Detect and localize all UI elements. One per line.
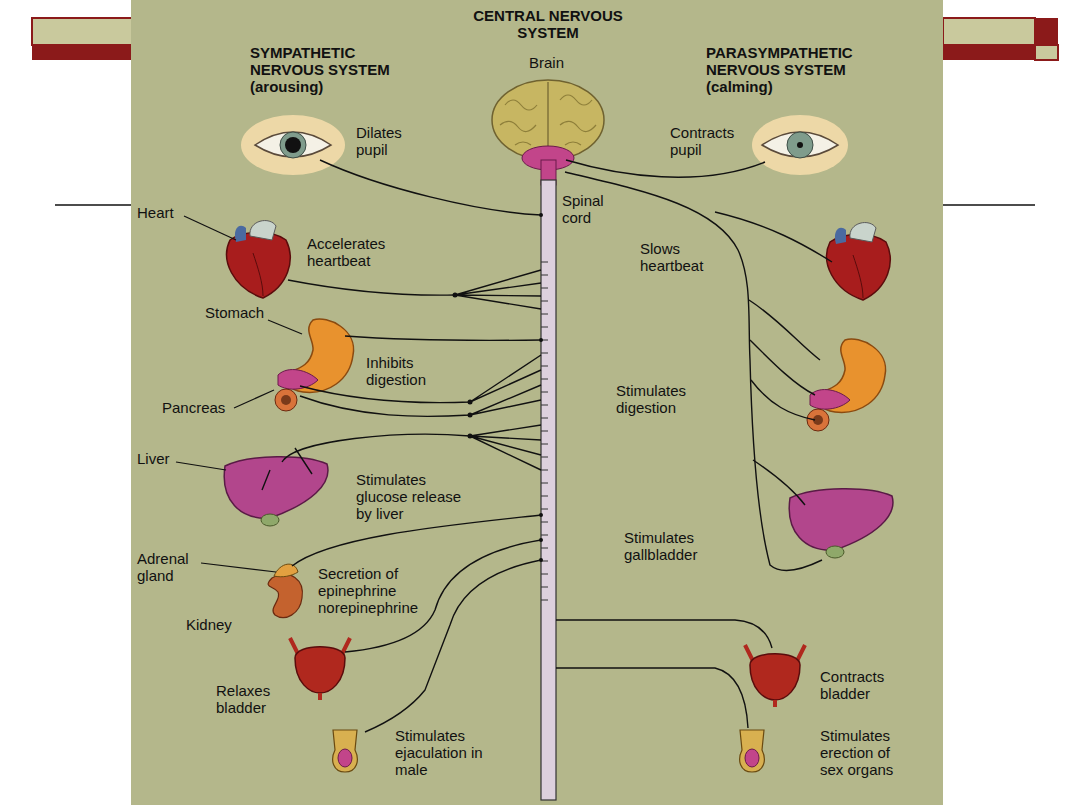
nerve-junction-dot <box>539 538 543 542</box>
sympathetic-nerve <box>345 336 541 340</box>
nerve-junction-dot <box>453 213 544 562</box>
brain <box>547 82 548 150</box>
eye-contracted <box>752 115 848 175</box>
parasympathetic-nerve <box>751 380 815 420</box>
slide-decoration <box>1035 18 1058 45</box>
sex-organ-picture <box>740 730 765 772</box>
parasympathetic-nerve <box>556 620 772 648</box>
leader-line <box>268 320 302 334</box>
leader-line <box>184 216 236 240</box>
leader-line <box>234 390 274 408</box>
leader-line <box>176 462 226 470</box>
part-name: Liver <box>137 451 187 468</box>
liver-picture <box>224 457 328 526</box>
slide-decoration <box>55 204 131 206</box>
slide-decoration <box>32 18 132 45</box>
system-heading: PARASYMPATHETIC NERVOUS SYSTEM (calming) <box>706 45 891 95</box>
part-name: Heart <box>137 205 197 222</box>
stomach-picture <box>275 319 354 411</box>
brain <box>492 80 604 185</box>
eye-contracted <box>787 132 813 158</box>
sex-organ-picture <box>333 730 358 772</box>
parasympathetic-nerve <box>753 460 805 505</box>
effect-label: Stimulates ejaculation in male <box>395 728 483 778</box>
nerve-junction-dot <box>539 213 543 217</box>
parasympathetic-nerve <box>715 212 832 262</box>
heart-picture <box>827 223 891 300</box>
slide-decoration <box>32 45 132 60</box>
sympathetic-nerve <box>300 385 541 416</box>
spinal-cord <box>541 262 548 600</box>
parasympathetic-nerve <box>750 340 815 395</box>
system-heading: SYMPATHETIC NERVOUS SYSTEM (arousing) <box>250 45 420 95</box>
effect-label: Stimulates digestion <box>616 383 704 417</box>
eye-contracted <box>762 132 838 157</box>
spinal-cord <box>541 180 556 800</box>
eye-contracted <box>752 115 848 175</box>
nerve-junction-dot <box>468 400 473 405</box>
part-name: Stomach <box>205 305 275 322</box>
nerve-junction-dot <box>539 513 543 517</box>
effect-label: Secretion of epinephrine norepinephrine <box>318 566 426 616</box>
effect-label: Dilates pupil <box>356 125 418 159</box>
eye-dilated <box>285 137 301 153</box>
part-name: Kidney <box>186 617 246 634</box>
kidney-picture <box>268 574 302 617</box>
nerve-junction-dot <box>453 293 458 298</box>
brain <box>500 95 596 145</box>
eye-contracted <box>797 142 803 148</box>
spinal-cord <box>541 180 556 800</box>
sympathetic-nerve <box>320 160 541 215</box>
slide-decoration <box>1035 45 1058 60</box>
effect-label: Contracts pupil <box>670 125 746 159</box>
part-name: Spinal cord <box>562 193 614 227</box>
sympathetic-nerve <box>282 425 541 470</box>
part-name: Brain <box>529 55 589 72</box>
slide-decoration <box>943 204 1035 206</box>
parasympathetic-nerve <box>565 172 822 570</box>
nerve-junction-dot <box>468 434 473 439</box>
nerve-junction-dot <box>539 338 543 342</box>
parasympathetic-nerve <box>749 300 820 360</box>
sympathetic-nerve <box>262 448 312 490</box>
heart-picture <box>227 221 291 298</box>
eye-dilated <box>241 115 345 175</box>
sympathetic-nerve <box>300 355 541 403</box>
parasympathetic-nerve <box>556 160 832 728</box>
bladder-picture <box>290 638 350 700</box>
effect-label: Relaxes bladder <box>216 683 282 717</box>
nerve-junction-dot <box>468 413 473 418</box>
effect-label: Contracts bladder <box>820 669 894 703</box>
parasympathetic-nerve <box>566 160 765 177</box>
part-name: Pancreas <box>162 400 234 417</box>
leader-line <box>201 563 276 572</box>
slide-decoration <box>943 18 1035 45</box>
sympathetic-nerve <box>292 515 541 566</box>
sympathetic-nerve <box>262 160 541 732</box>
stomach-picture <box>807 339 886 431</box>
effect-label: Stimulates erection of sex organs <box>820 728 904 778</box>
nerve-junction-dot <box>539 558 543 562</box>
sympathetic-nerve <box>455 270 541 309</box>
eye-dilated <box>241 115 345 175</box>
effect-label: Accelerates heartbeat <box>307 236 403 270</box>
effect-label: Stimulates gallbladder <box>624 530 716 564</box>
liver-picture <box>789 489 893 558</box>
bladder-picture <box>745 645 805 707</box>
part-name: Adrenal gland <box>137 551 199 585</box>
system-heading: CENTRAL NERVOUS SYSTEM <box>473 8 623 42</box>
effect-label: Slows heartbeat <box>640 241 718 275</box>
eye-dilated <box>255 132 331 157</box>
sympathetic-nerve <box>288 280 455 295</box>
kidney-picture <box>274 564 298 577</box>
parasympathetic-nerve <box>556 668 748 728</box>
leader-line <box>176 216 302 572</box>
effect-label: Stimulates glucose release by liver <box>356 472 472 522</box>
illustration-panel <box>131 0 943 805</box>
eye-dilated <box>280 132 306 158</box>
effect-label: Inhibits digestion <box>366 355 448 389</box>
slide-decoration <box>943 45 1035 60</box>
